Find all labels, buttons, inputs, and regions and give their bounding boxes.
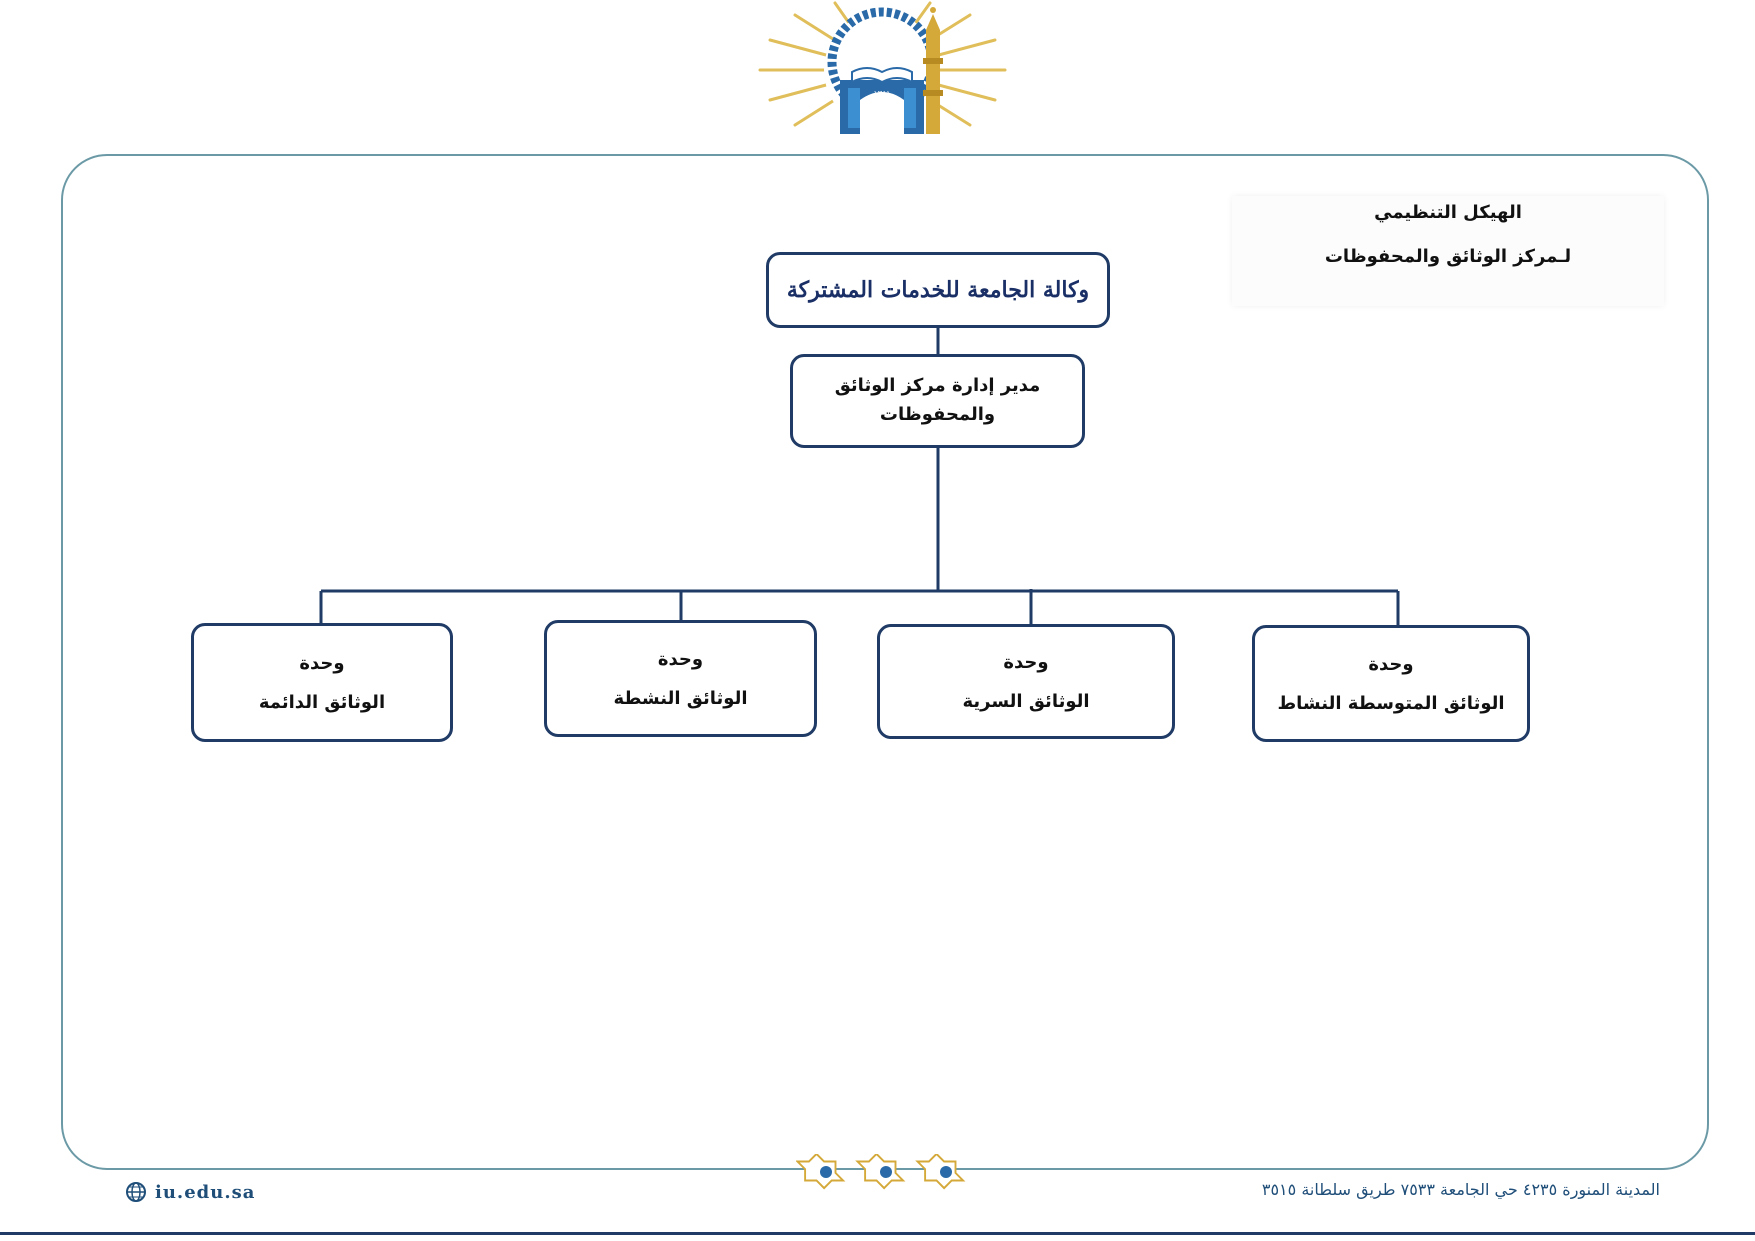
footer-website[interactable]: iu.edu.sa: [125, 1180, 255, 1204]
title-line-2: لـمركز الوثائق والمحفوظات: [1324, 246, 1572, 267]
unit-name: الوثائق الدائمة: [258, 691, 386, 713]
title-line-1: الهيكل التنظيمي: [1374, 202, 1522, 223]
title-block: الهيكل التنظيمي لـمركز الوثائق والمحفوظا…: [1232, 196, 1664, 306]
unit-active-records: وحدة الوثائق النشطة: [544, 620, 817, 737]
unit-classified-records: وحدة الوثائق السرية: [877, 624, 1175, 739]
logo-year-gregorian: ١٩٦١: [873, 99, 890, 108]
unit-semi-active-records: وحدة الوثائق المتوسطة النشاط: [1252, 625, 1530, 742]
university-logo: ١٣٨١ ١٩٦١: [758, 1, 1007, 134]
bottom-rule: [0, 1232, 1755, 1235]
unit-name: الوثائق المتوسطة النشاط: [1277, 692, 1505, 714]
unit-name: الوثائق السرية: [962, 690, 1090, 712]
director-label-line-2: والمحفوظات: [879, 404, 996, 425]
unit-title: وحدة: [1368, 653, 1414, 675]
unit-title: وحدة: [657, 648, 704, 670]
website-label[interactable]: iu.edu.sa: [155, 1181, 256, 1203]
footer-ornament: [796, 1154, 966, 1190]
logo-year-hijri: ١٣٨١: [873, 89, 890, 98]
agency-label: وكالة الجامعة للخدمات المشتركة: [786, 277, 1090, 303]
unit-title: وحدة: [299, 652, 345, 674]
unit-permanent-records: وحدة الوثائق الدائمة: [191, 623, 453, 742]
globe-icon: [126, 1182, 146, 1202]
unit-title: وحدة: [1003, 651, 1049, 673]
agency-box: وكالة الجامعة للخدمات المشتركة: [766, 252, 1110, 328]
footer-address: المدينة المنورة ٤٢٣٥ حي الجامعة ٧٥٣٣ طري…: [1261, 1180, 1660, 1199]
unit-name: الوثائق النشطة: [613, 687, 748, 709]
director-label-line-1: مدير إدارة مركز الوثائق: [834, 375, 1041, 397]
director-box: مدير إدارة مركز الوثائق والمحفوظات: [790, 354, 1085, 448]
